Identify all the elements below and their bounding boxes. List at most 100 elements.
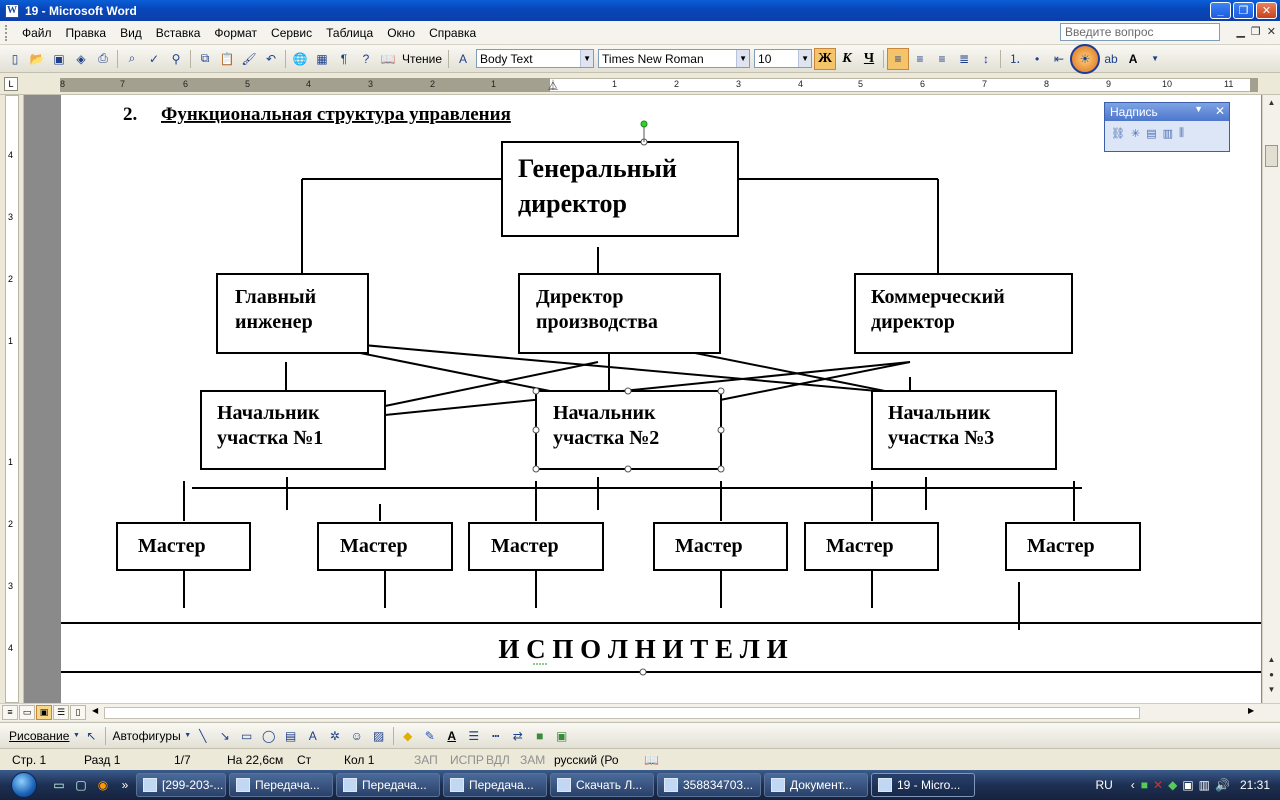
fill-color-icon[interactable]: ◆ <box>403 728 413 743</box>
taskbar-item[interactable]: [299-203-... <box>136 773 226 797</box>
tray-app-icon[interactable]: ▣ <box>1182 778 1194 792</box>
menu-insert[interactable]: Вставка <box>155 25 201 40</box>
hyperlink-icon[interactable]: 🌐 <box>292 51 308 66</box>
align-center-icon[interactable]: ≡ <box>916 51 924 66</box>
styles-pane-icon[interactable]: A <box>459 51 468 66</box>
help-search-input[interactable]: Введите вопрос <box>1060 23 1220 41</box>
textbox-icon[interactable]: ▤ <box>285 728 297 743</box>
menu-help[interactable]: Справка <box>429 25 477 40</box>
taskbar-item[interactable]: Скачать Л... <box>550 773 654 797</box>
start-button[interactable] <box>0 770 48 800</box>
vertical-ruler[interactable]: 4 3 2 1 1 2 3 4 <box>0 95 24 703</box>
print-preview-icon[interactable]: ⌕ <box>128 51 136 65</box>
reading-view-icon[interactable]: ▯ <box>70 705 86 720</box>
3d-icon[interactable]: ▣ <box>556 728 568 743</box>
font-color-icon[interactable]: A <box>447 728 457 743</box>
next-textbox-icon[interactable]: ▥ <box>1162 128 1173 140</box>
tray-app-icon[interactable]: ■ <box>1140 778 1149 792</box>
diagram-icon[interactable]: ✲ <box>329 728 340 743</box>
open-folder-icon[interactable]: 📂 <box>29 51 45 66</box>
normal-view-icon[interactable]: ≡ <box>2 705 18 720</box>
menu-tools[interactable]: Сервис <box>271 25 313 40</box>
word-app-icon[interactable]: W <box>5 3 19 18</box>
arrow-style-icon[interactable]: ⇄ <box>512 728 523 743</box>
menu-table[interactable]: Таблица <box>326 25 374 40</box>
rectangle-icon[interactable]: ▭ <box>241 728 253 743</box>
status-ovr[interactable]: ЗАМ <box>520 753 546 767</box>
new-document-icon[interactable]: ▯ <box>11 51 19 66</box>
outline-view-icon[interactable]: ☰ <box>53 705 69 720</box>
chevron-down-icon[interactable]: ▼ <box>798 50 812 67</box>
autoshapes-menu-button[interactable]: Автофигуры <box>112 728 181 743</box>
print-icon[interactable]: ⎙ <box>98 51 108 65</box>
align-left-icon[interactable]: ≡ <box>887 47 910 70</box>
link-icon[interactable]: ⛓ <box>1111 128 1125 140</box>
print-layout-icon[interactable]: ▣ <box>36 705 52 720</box>
scroll-down-icon[interactable]: ▼ <box>1267 685 1276 694</box>
paste-icon[interactable]: 📋 <box>219 51 235 66</box>
menu-window[interactable]: Окно <box>387 25 416 40</box>
show-formatting-icon[interactable]: ¶ <box>340 51 348 66</box>
textbox-toolbar[interactable]: Надпись ▼ ✕ ⛓ ✳ ▤ ▥ ⫼ <box>1104 102 1230 152</box>
font-color-icon[interactable]: A <box>1128 51 1138 66</box>
shadow-icon[interactable]: ■ <box>536 728 544 743</box>
scroll-right-icon[interactable]: ▶ <box>1248 706 1255 715</box>
tray-expand-icon[interactable]: ‹ <box>1130 778 1135 792</box>
picture-icon[interactable]: ▨ <box>373 728 385 743</box>
align-right-icon[interactable]: ≡ <box>938 51 946 66</box>
close-icon[interactable]: ✕ <box>1214 104 1225 118</box>
oval-icon[interactable]: ◯ <box>262 728 276 743</box>
indent-icon[interactable]: ⇤ <box>1054 51 1065 66</box>
tray-app-icon[interactable]: ✕ <box>1153 778 1164 792</box>
font-size-select[interactable]: 10 ▼ <box>754 49 813 68</box>
assistant-icon[interactable]: ☀ <box>1070 43 1101 74</box>
doc-restore-button[interactable]: ❐ <box>1250 26 1261 38</box>
language-indicator[interactable]: RU <box>1095 778 1113 792</box>
menu-edit[interactable]: Правка <box>65 25 107 40</box>
menu-format[interactable]: Формат <box>214 25 258 40</box>
status-rec[interactable]: ЗАП <box>414 753 438 767</box>
scroll-left-icon[interactable]: ◀ <box>92 706 99 715</box>
minimize-button[interactable]: _ <box>1210 2 1231 19</box>
line-color-icon[interactable]: ✎ <box>424 728 435 743</box>
save-icon[interactable]: ▣ <box>53 51 65 66</box>
text-direction-icon[interactable]: ⫼ <box>1179 127 1185 139</box>
menu-file[interactable]: Файл <box>22 25 52 40</box>
spelling-status-icon[interactable]: 📖 <box>644 753 659 767</box>
maximize-button[interactable]: ❐ <box>1233 2 1254 19</box>
copy-icon[interactable]: ⧉ <box>200 51 210 65</box>
horizontal-scrollbar[interactable]: ≡ ▭ ▣ ☰ ▯ ◀ ▶ <box>0 703 1280 721</box>
bold-button[interactable]: Ж <box>814 47 837 70</box>
reading-mode-icon[interactable]: 📖 <box>380 51 396 66</box>
quicklaunch-icon[interactable]: ▢ <box>75 778 87 792</box>
scroll-up-icon[interactable]: ▲ <box>1267 655 1276 664</box>
doc-minimize-button[interactable]: ▁ <box>1236 26 1245 38</box>
browse-object-icon[interactable]: ● <box>1269 670 1274 679</box>
table-icon[interactable]: ▦ <box>316 51 328 66</box>
break-link-icon[interactable]: ✳ <box>1130 128 1141 140</box>
numbering-icon[interactable]: ⒈ <box>1009 52 1022 66</box>
document-page[interactable]: 2. Функциональная структура управления Г… <box>61 95 1261 703</box>
spelling-icon[interactable]: ✓ <box>148 51 160 66</box>
previous-textbox-icon[interactable]: ▤ <box>1146 128 1157 140</box>
clipart-icon[interactable]: ☺ <box>350 728 363 743</box>
chevron-down-icon[interactable]: ▼ <box>1194 104 1203 114</box>
tray-app-icon[interactable]: ◆ <box>1168 778 1178 792</box>
underline-button[interactable]: Ч <box>863 50 875 66</box>
highlight-icon[interactable]: ab <box>1104 51 1118 66</box>
doc-close-button[interactable]: ✕ <box>1266 26 1276 38</box>
chevron-down-icon[interactable]: ▼ <box>72 732 80 739</box>
wordart-icon[interactable]: A <box>308 728 317 743</box>
italic-button[interactable]: К <box>842 50 852 66</box>
justify-icon[interactable]: ≣ <box>959 51 970 66</box>
research-icon[interactable]: ⚲ <box>171 51 181 66</box>
clock[interactable]: 21:31 <box>1239 778 1270 792</box>
horizontal-scroll-track[interactable] <box>104 707 1140 719</box>
taskbar-item[interactable]: Документ... <box>764 773 868 797</box>
chevron-down-icon[interactable]: ▼ <box>580 50 594 67</box>
format-painter-icon[interactable]: 🖌 <box>241 51 257 66</box>
status-ext[interactable]: ВДЛ <box>486 753 510 767</box>
horizontal-ruler[interactable]: L 8 7 6 5 4 3 2 1 ⏅ 1 2 3 4 5 6 7 8 9 10… <box>0 74 1280 95</box>
style-select[interactable]: Body Text ▼ <box>476 49 595 68</box>
reading-mode-button[interactable]: Чтение <box>402 51 443 66</box>
